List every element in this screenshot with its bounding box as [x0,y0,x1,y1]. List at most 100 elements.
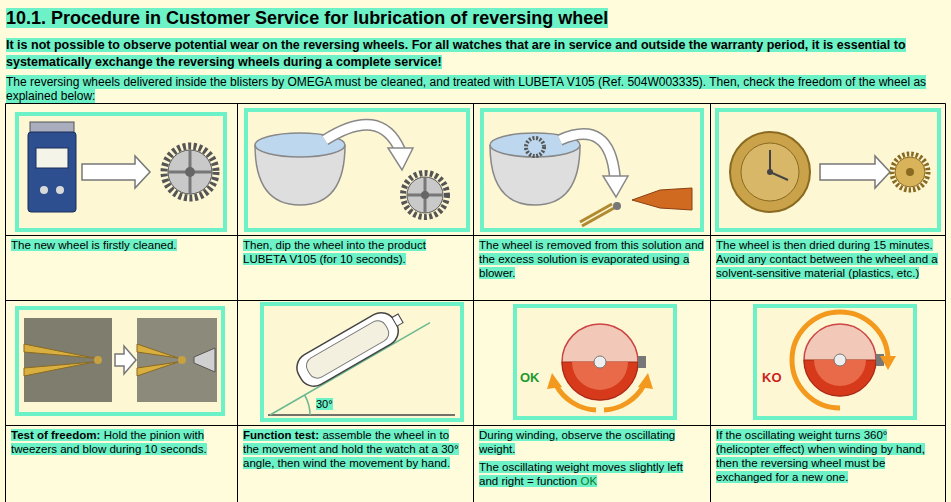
table-grid-part [6,235,946,236]
cleaning-machine-part [56,186,64,194]
freedom-test-photo-part [24,318,112,402]
tweezers-and-blower [580,188,692,226]
ko-mark: KO [762,370,792,386]
table-grid-part [473,104,474,502]
tilted-watch-drawing-part [305,395,310,415]
gear-wheel [403,173,447,217]
table-grid-part [237,104,238,502]
label-text: The wheel is then dried during 15 minute… [716,239,938,279]
text-paragraph: The reversing wheels delivered inside th… [6,75,944,103]
bold-lead: Test of freedom: [11,429,100,441]
freedom-test-photo-part [94,356,102,364]
rotor-ok-drawing-part [562,324,638,400]
table-grid-part [710,104,711,502]
label-text: KO [762,370,782,385]
freedom-test-photo-part [137,318,217,402]
table-grid-part [6,300,946,301]
step-caption: Test of freedom:Hold the pinion with twe… [11,428,231,456]
block-arrow-part [82,156,150,188]
text-paragraph: Test of freedom:Hold the pinion with twe… [11,428,231,456]
text-paragraph: Function test:assemble the wheel in to t… [243,428,467,470]
image-frames-part [717,110,939,230]
step-caption: The new wheel is firstly cleaned. [11,238,231,252]
freedom-test-photo-part [137,344,178,358]
angle-label: 30° [316,397,350,411]
tilted-watch-drawing-part [392,314,403,326]
tweezers-and-blower-part [613,202,621,210]
curved-arrow-part [325,125,400,150]
step-caption: The wheel is removed from this solution … [479,238,704,280]
text-paragraph: The new wheel is firstly cleaned. [11,238,231,252]
rotor-ok-drawing-part [604,385,644,410]
rotor-ok-drawing-part [594,356,606,368]
tilted-watch-drawing-part [303,317,392,381]
watch-movement [730,132,928,212]
label-text: If the oscillating weight turns 360° (he… [716,429,925,483]
label-text: Then, dip the wheel into the product LUB… [243,239,426,265]
rotor-ok-drawing [547,324,653,410]
step-caption: The wheel is then dried during 15 minute… [716,238,940,280]
freedom-test-photo-part [24,344,94,358]
table-grid-part [5,104,6,502]
rotor-ok-drawing-part [556,385,596,410]
freedom-test-photo-part [24,362,94,376]
watch-movement-part [730,132,810,212]
solution-bowl [255,133,580,205]
image-frames-part [755,306,915,418]
text-paragraph: The wheel is removed from this solution … [479,238,704,280]
rotor-ko-drawing-part [880,356,896,370]
ok-mark: OK [520,370,550,386]
watch-movement-part [767,169,773,175]
label-text: 30° [316,398,333,410]
text-paragraph: If the oscillating weight turns 360° (he… [716,428,940,484]
freedom-test-photo-part [178,356,186,364]
section-heading: 10.1. Procedure in Customer Service for … [6,6,944,30]
curved-arrow-part [388,148,413,170]
text-paragraph: The wheel is then dried during 15 minute… [716,238,940,280]
curved-arrow-part [603,176,628,197]
gear-wheel-part [168,150,212,194]
freedom-test-photo-part [194,348,215,372]
text-paragraph: Then, dip the wheel into the product LUB… [243,238,467,266]
gear-wheel-part [421,191,429,199]
label-text: OK [577,475,597,487]
tweezers-and-blower-part [582,208,614,226]
step-caption: During winding, observe the oscillating … [479,428,704,488]
gear-wheel-part [185,167,195,177]
rotor-ko-drawing-part [804,324,876,396]
step-caption: Then, dip the wheel into the product LUB… [243,238,467,266]
tilted-watch-drawing-part [291,307,403,391]
warning-paragraph: It is not possible to observe potential … [6,37,944,71]
curved-arrow-part [560,134,615,178]
solution-bowl-part [526,138,544,156]
label-text: The new wheel is firstly cleaned. [11,239,177,251]
image-frames-part [246,110,468,230]
text-paragraph: 30° [316,397,350,411]
text-paragraph: The oscillating weight moves slightly le… [479,460,704,488]
text-paragraph: KO [762,370,792,386]
rotor-ok-drawing-part [638,373,653,389]
watch-movement-part [741,143,799,201]
gear-wheel-part [407,177,443,213]
image-frames-part [482,110,702,230]
gear-wheel-part [164,146,216,198]
image-frames-part [17,114,225,230]
tilted-watch-drawing-part [291,304,409,392]
curved-arrow-part [325,125,400,150]
text-paragraph: During winding, observe the oscillating … [479,428,704,456]
watch-movement-part [895,157,925,187]
image-frames-part [515,306,675,418]
gear-wheel [164,146,216,198]
gear-wheel-part [403,173,447,217]
image-frames-part [17,308,223,414]
table-grid-part [6,103,946,104]
label-text: It is not possible to observe potential … [6,38,906,69]
text-paragraph: 10.1. Procedure in Customer Service for … [6,6,944,30]
cleaning-machine-part [28,132,76,212]
tweezers-and-blower-part [632,188,692,210]
curved-arrow-part [560,134,615,178]
bold-lead: Function test: [243,429,319,441]
watch-movement-part [892,154,928,190]
table-grid-part [945,104,946,502]
